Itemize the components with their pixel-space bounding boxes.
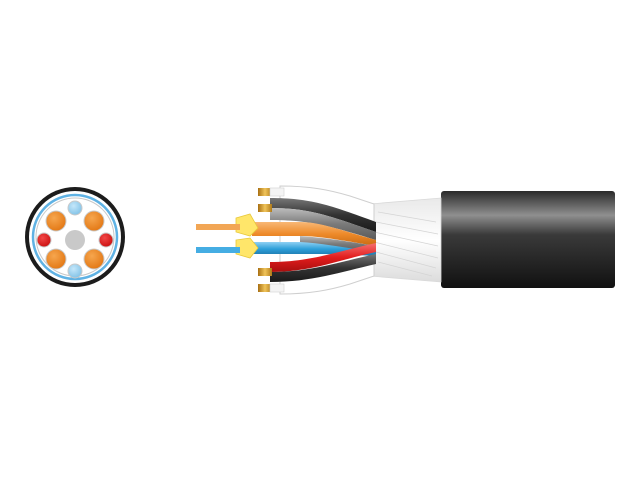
copper-tip-bottom xyxy=(258,284,272,292)
conductor-black-lower xyxy=(270,254,376,282)
bare-fiber-blue xyxy=(196,247,240,253)
copper-tip-top xyxy=(258,188,272,196)
conductor-red-left xyxy=(36,232,52,248)
bare-fiber-orange xyxy=(196,224,240,230)
conductor-orange-top-right xyxy=(83,210,105,232)
conductor-stub-top xyxy=(269,187,285,197)
conductor-red xyxy=(270,243,376,272)
outer-jacket xyxy=(441,191,615,288)
conductor-orange-top-left xyxy=(45,210,67,232)
conductor-red-right xyxy=(98,232,114,248)
conductor-grey-upper xyxy=(270,208,376,240)
conductor-lightblue-bottom xyxy=(67,263,83,279)
wrap-tape-lines xyxy=(373,211,439,277)
conductor-black-top xyxy=(270,198,376,232)
conductor-stub-bottom xyxy=(269,283,285,293)
orange-fiber-tube xyxy=(252,222,376,246)
conductor-lightblue-top xyxy=(67,200,83,216)
center-filler xyxy=(65,230,85,250)
shield-ring xyxy=(31,193,119,281)
conductor-orange-bottom-left xyxy=(45,248,67,270)
copper-tip-upper xyxy=(258,204,272,212)
conductor-orange-bottom-right xyxy=(83,248,105,270)
copper-tip-lower xyxy=(258,268,272,276)
